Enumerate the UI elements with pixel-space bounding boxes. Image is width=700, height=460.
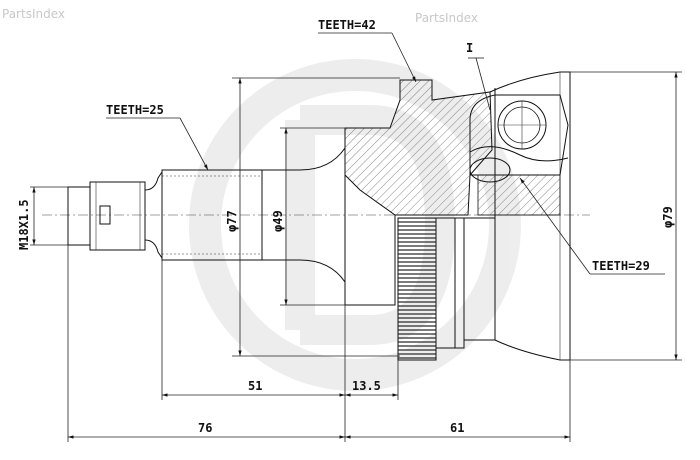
dim-phi79: φ79 [570,71,682,361]
watermark-text-left: PartsIndex [2,7,65,21]
watermark-text-right: PartsIndex [415,11,478,25]
dia77-label: φ77 [225,210,239,232]
dim-phi49: φ49 [271,127,345,306]
detail-mark: I [466,41,491,111]
ball-cage [469,94,569,216]
dia49-label: φ49 [271,210,285,232]
detail-mark-label: I [466,41,473,55]
callout-teeth-29: TEETH=29 [519,177,665,275]
teeth25-label: TEETH=25 [106,103,164,117]
teeth29-label: TEETH=29 [592,259,650,273]
dim-76-61: 76 61 [67,245,571,442]
teeth42-label: TEETH=42 [318,18,376,32]
len76-label: 76 [198,421,212,435]
thread-label: M18X1.5 [17,199,31,250]
len61-label: 61 [450,421,464,435]
dim-phi77: φ77 [225,77,400,357]
len51-label: 51 [248,379,262,393]
dim-51-13-5: 51 13.5 [161,260,399,400]
callout-teeth-42: TEETH=42 [318,18,417,83]
len13-5-label: 13.5 [352,379,381,393]
callout-teeth-25: TEETH=25 [106,103,209,171]
dia79-label: φ79 [661,206,675,228]
splined-shaft [161,128,346,305]
threaded-stub [67,171,163,259]
abs-ring [397,217,496,361]
dim-thread: M18X1.5 [17,186,68,250]
